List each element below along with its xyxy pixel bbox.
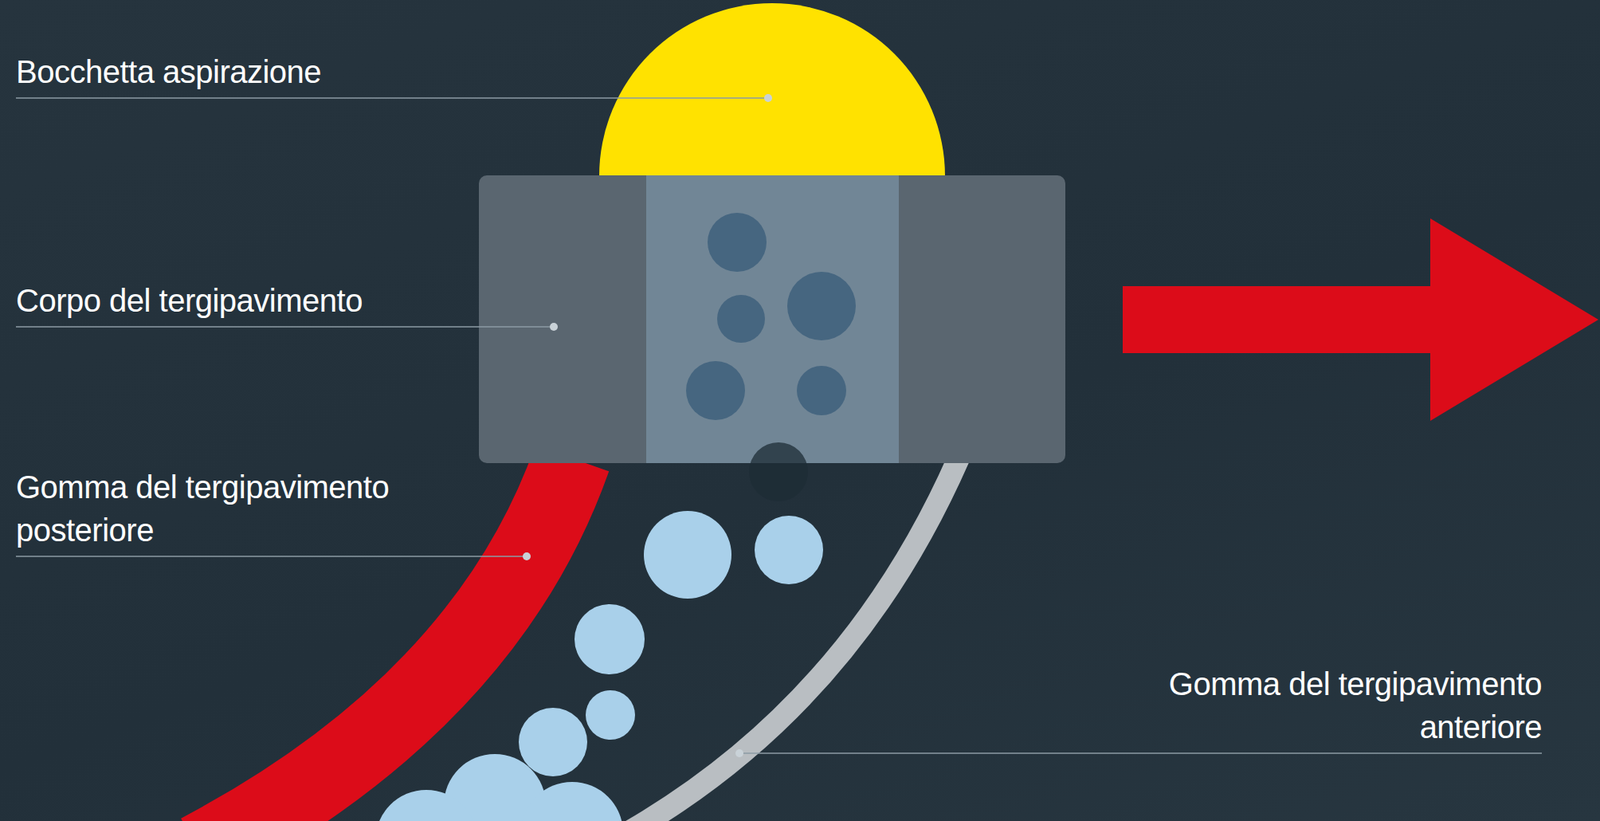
leader-lines [15, 98, 1542, 753]
water-bubbles [375, 510, 824, 821]
leader-dots [522, 94, 773, 757]
part-label: Gomma del tergipavimento posteriore [15, 465, 447, 552]
direction-arrow [1122, 218, 1599, 421]
body-channel [646, 175, 899, 463]
suction-nozzle [599, 3, 946, 177]
squeegee-body [478, 175, 1066, 463]
channel-bubbles [686, 212, 856, 420]
part-label: Gomma del tergipavimento anteriore [1111, 662, 1542, 749]
channel-bubble [749, 442, 808, 502]
front-rubber [605, 458, 959, 821]
part-label: Corpo del tergipavimento [15, 278, 447, 322]
part-label: Bocchetta aspirazione [15, 50, 447, 94]
